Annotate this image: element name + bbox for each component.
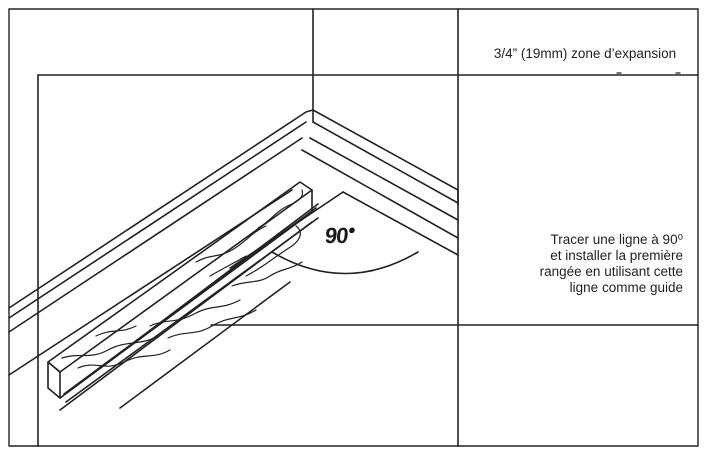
instruction-line: ligne comme guide bbox=[569, 280, 683, 295]
instruction-text: Tracer une ligne à 90⁰ et installer la p… bbox=[540, 232, 683, 296]
reference-grid bbox=[37, 8, 699, 447]
angle-value: 90 bbox=[323, 223, 349, 248]
floor-plank bbox=[47, 181, 319, 411]
instruction-line: Tracer une ligne à 90⁰ bbox=[550, 232, 684, 247]
angle-label: 90● bbox=[324, 222, 356, 249]
right-wall-baseboard bbox=[301, 109, 459, 239]
instruction-line: rangée en utilisant cette bbox=[539, 264, 683, 279]
outer-frame bbox=[8, 8, 699, 447]
instruction-line: et installer la première bbox=[550, 248, 683, 263]
expansion-zone-label: 3/4” (19mm) zone d’expansion bbox=[493, 46, 677, 61]
